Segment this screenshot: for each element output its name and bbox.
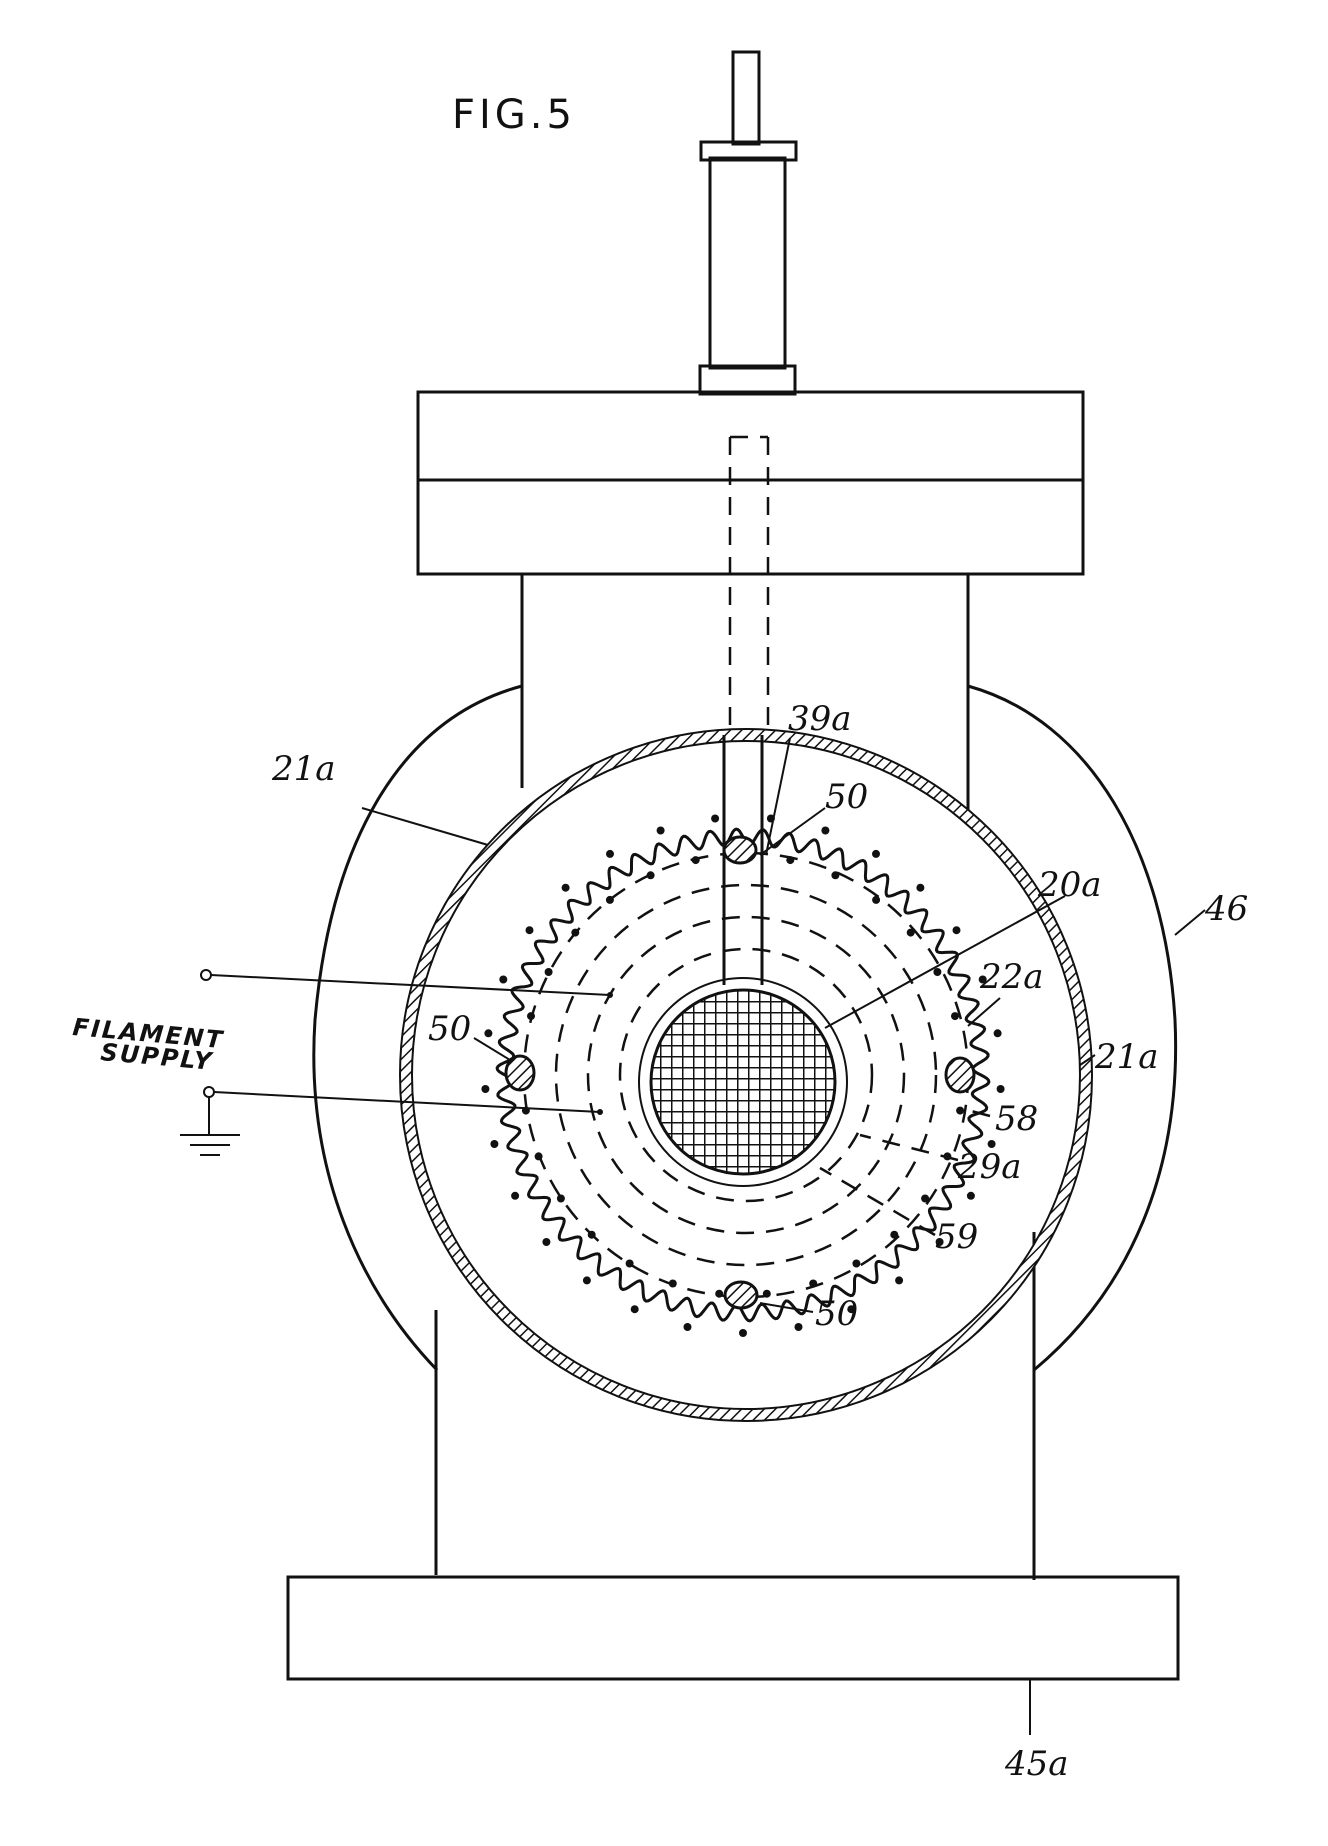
filament-dot [646, 871, 655, 880]
filament-dot [668, 1279, 677, 1288]
filament-dot [625, 1259, 634, 1268]
leader-lines [361, 737, 1206, 1735]
filament-dot [561, 883, 570, 892]
filament-dot [821, 826, 830, 835]
filament-dot [978, 975, 987, 984]
filament-dot [544, 968, 553, 976]
label-50-bottom: 50 [815, 1294, 858, 1334]
label-58: 58 [995, 1099, 1038, 1139]
label-20a: 20a [1037, 865, 1102, 905]
filament-dot [993, 1029, 1002, 1038]
filament-dot [711, 814, 720, 823]
label-59: 59 [935, 1217, 978, 1257]
filament-dot [996, 1085, 1005, 1093]
filament-dot [587, 1230, 596, 1239]
filament-dot [847, 1305, 856, 1314]
label-22a: 22a [979, 957, 1044, 997]
reference-labels: 39a 50 21a 20a 46 22a 21a 50 58 29a 59 5… [71, 699, 1248, 1784]
label-46: 46 [1204, 889, 1248, 929]
filament-dot [762, 1289, 771, 1298]
filament-dot [895, 1276, 904, 1285]
filament-dot [933, 968, 942, 976]
figure-title: FIG.5 [452, 92, 576, 138]
filament-dot [511, 1191, 520, 1200]
housing [434, 574, 1036, 1580]
filament-dot [951, 1012, 959, 1021]
label-50-top: 50 [825, 777, 868, 817]
label-45a: 45a [1004, 1744, 1069, 1784]
filament-dot [809, 1279, 818, 1288]
filament-dot [499, 975, 508, 984]
filament-dot [556, 1194, 565, 1203]
filament-dot [906, 928, 915, 937]
label-21a-left: 21a [271, 749, 336, 789]
base-plate [286, 1575, 1180, 1681]
filament-dot [490, 1140, 499, 1148]
filament-dot [952, 926, 961, 935]
filament-dot [956, 1106, 965, 1115]
filament-dot [484, 1029, 493, 1038]
actuator [698, 50, 798, 396]
top-flange [416, 390, 1085, 576]
ground-symbol [180, 1097, 240, 1156]
filament-dot [606, 849, 614, 858]
filament-dot [605, 895, 614, 904]
label-21a-right: 21a [1094, 1037, 1159, 1077]
filament-dot [715, 1289, 724, 1298]
filament-dot [921, 1194, 930, 1203]
filament-dot [794, 1323, 803, 1331]
filament-dot [683, 1323, 692, 1331]
filament-dot [630, 1305, 639, 1314]
shaft [722, 735, 764, 985]
support-rods [504, 835, 976, 1310]
filament-dot [525, 926, 534, 935]
filament-dot [582, 1276, 591, 1285]
filament-dot [966, 1191, 975, 1200]
label-29a: 29a [957, 1147, 1022, 1187]
filament-dot [872, 895, 881, 904]
filament-dot [481, 1085, 490, 1093]
filament-dot [571, 928, 580, 937]
outer-shell [312, 684, 1178, 1372]
filament-dot [527, 1012, 535, 1021]
filament-dot [831, 871, 840, 880]
filament-dot [542, 1238, 551, 1246]
label-39a: 39a [788, 699, 852, 739]
filament-dot [872, 849, 880, 858]
shaft-hidden [728, 435, 770, 740]
filament-dot [534, 1152, 543, 1161]
filament-dot [935, 1238, 944, 1246]
chamber-wall [399, 728, 1093, 1422]
filament-dot [656, 826, 665, 835]
filament-dot [987, 1140, 996, 1148]
filament-dot [890, 1230, 899, 1239]
filament-dot [739, 1329, 747, 1337]
label-50-left: 50 [428, 1009, 471, 1049]
filament-dot [852, 1259, 861, 1268]
filament-dot [916, 883, 925, 892]
crucible [638, 977, 848, 1187]
filament-dot [786, 856, 795, 865]
filament-dot [691, 856, 700, 865]
